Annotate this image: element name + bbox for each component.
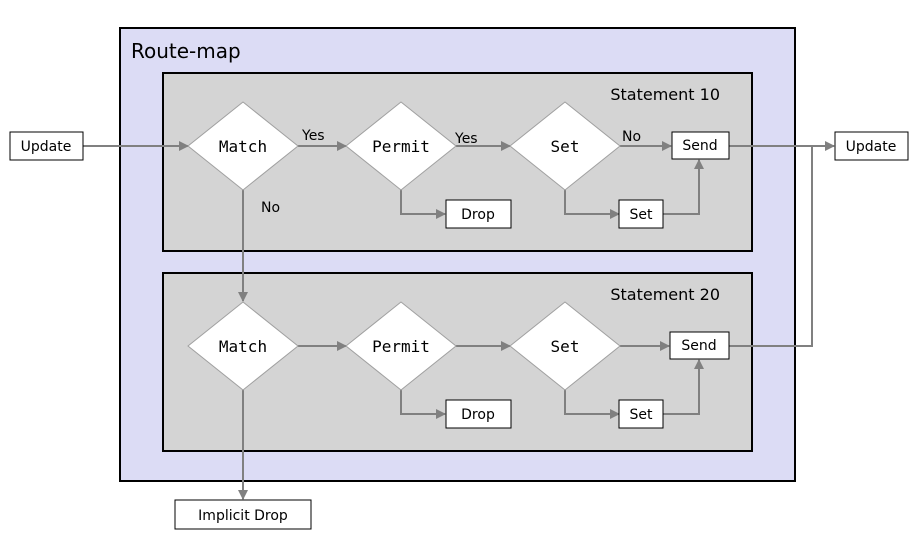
- edge-setbox-to-send-10: [663, 159, 704, 215]
- permit-decision-10: [345, 101, 457, 191]
- permit-decision-20-label: Permit: [372, 337, 430, 356]
- edge-permit-to-drop-20: [400, 389, 446, 419]
- implicit-drop-label: Implicit Drop: [198, 508, 288, 524]
- drop-box-20-label: Drop: [461, 407, 495, 423]
- set-decision-20: [509, 301, 621, 391]
- edge-label-no-match: No: [261, 200, 280, 216]
- implicit-drop-box: [174, 499, 312, 530]
- set-decision-20-label: Set: [551, 337, 580, 356]
- drop-box-20: [445, 399, 512, 429]
- update-in-label: Update: [21, 139, 72, 155]
- edge-label-yes-2: Yes: [454, 131, 478, 147]
- match-decision-20-label: Match: [219, 337, 267, 356]
- edge-label-yes-1: Yes: [301, 128, 325, 144]
- match-decision-10: [187, 101, 299, 191]
- permit-decision-10-label: Permit: [372, 137, 430, 156]
- send-box-20: [669, 331, 730, 360]
- set-box-20-label: Set: [630, 407, 654, 423]
- edge-set-to-setbox-20: [564, 389, 620, 419]
- drop-box-10: [445, 199, 512, 229]
- edge-setbox-to-send-20: [663, 359, 704, 415]
- set-decision-10-label: Set: [551, 137, 580, 156]
- set-box-20: [618, 399, 664, 429]
- set-decision-10: [509, 101, 621, 191]
- edge-set-to-setbox-10: [564, 189, 620, 219]
- set-box-10: [618, 199, 664, 229]
- send-box-20-label: Send: [681, 338, 716, 354]
- update-in-box: [9, 131, 84, 161]
- update-out-box: [834, 131, 909, 161]
- permit-decision-20: [345, 301, 457, 391]
- match-decision-20: [187, 301, 299, 391]
- statement-10-label: Statement 10: [610, 85, 720, 104]
- route-map-title: Route-map: [131, 39, 241, 63]
- edge-permit-to-drop-10: [400, 189, 446, 219]
- edge-send-20-to-update: [729, 146, 813, 347]
- update-out-label: Update: [846, 139, 897, 155]
- send-box-10-label: Send: [682, 138, 717, 154]
- drop-box-10-label: Drop: [461, 207, 495, 223]
- edge-label-no-set: No: [622, 129, 641, 145]
- set-box-10-label: Set: [630, 207, 654, 223]
- match-decision-10-label: Match: [219, 137, 267, 156]
- statement-20-label: Statement 20: [610, 285, 720, 304]
- send-box-10: [671, 131, 730, 160]
